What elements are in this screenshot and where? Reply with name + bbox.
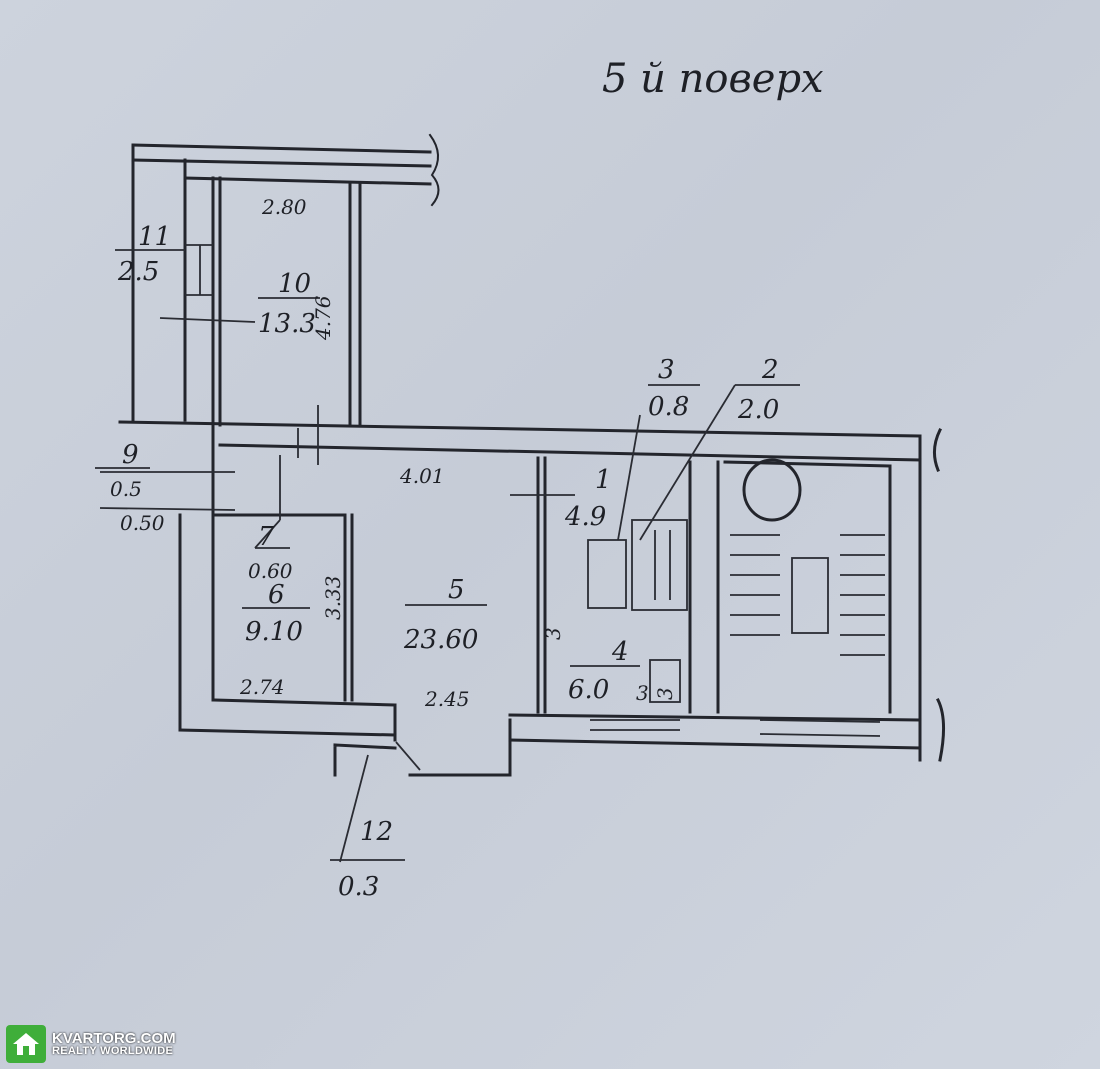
room-4-area: 6.0 <box>568 675 609 705</box>
room-1-area: 4.9 <box>564 502 606 532</box>
room-4-number: 4 <box>611 637 629 667</box>
room-8-area: 0.50 <box>120 511 165 535</box>
room-9-number: 9 <box>122 440 139 470</box>
room-7-area: 0.60 <box>248 559 293 583</box>
dim-top-room-length: 4.76 <box>311 295 335 341</box>
dim-room4-width: 3 <box>636 681 649 705</box>
fraction-bars <box>95 249 800 861</box>
dim-kitchen-side: 3 <box>541 627 565 640</box>
room-6-number: 6 <box>268 580 285 610</box>
room-7-number: 7 <box>258 522 275 552</box>
room-12-area: 0.3 <box>338 872 379 902</box>
dim-room5-bottom: 2.45 <box>424 687 470 711</box>
room-6-area: 9.10 <box>245 617 303 647</box>
watermark-brand: KVARTORG.COM <box>52 1030 176 1047</box>
room-labels: 11 2.5 10 13.3 3 0.8 2 2.0 9 0.5 0.50 1 … <box>110 222 779 902</box>
dim-top-room-width: 2.80 <box>261 195 307 219</box>
room-3-area: 0.8 <box>648 392 689 422</box>
walls <box>99 133 945 863</box>
room-2-area: 2.0 <box>737 395 779 425</box>
room-2-number: 2 <box>761 355 779 385</box>
dim-room4-height: 3 <box>653 687 677 700</box>
room-5-area: 23.60 <box>403 625 478 655</box>
room-5-number: 5 <box>448 575 465 605</box>
floor-title: 5 й поверх <box>602 56 824 102</box>
watermark: KVARTORG.COM REALTY WORLDWIDE <box>6 1024 176 1064</box>
dim-room5-width: 4.01 <box>399 464 445 488</box>
dim-room6-length: 3.33 <box>321 575 345 620</box>
room-12-number: 12 <box>360 817 393 847</box>
dimension-labels: 2.80 4.76 4.01 3.33 2.74 2.45 3 3 3 <box>239 195 677 711</box>
room-10-number: 10 <box>278 269 311 299</box>
house-icon <box>6 1025 46 1063</box>
room-11-number: 11 <box>138 222 171 252</box>
room-11-area: 2.5 <box>117 257 159 287</box>
room-1-number: 1 <box>595 465 612 495</box>
room-10-area: 13.3 <box>258 309 316 339</box>
room-3-number: 3 <box>658 355 675 385</box>
dim-room6-bottom: 2.74 <box>239 675 285 699</box>
watermark-tagline: REALTY WORLDWIDE <box>52 1045 174 1057</box>
room-9-area: 0.5 <box>110 477 142 501</box>
